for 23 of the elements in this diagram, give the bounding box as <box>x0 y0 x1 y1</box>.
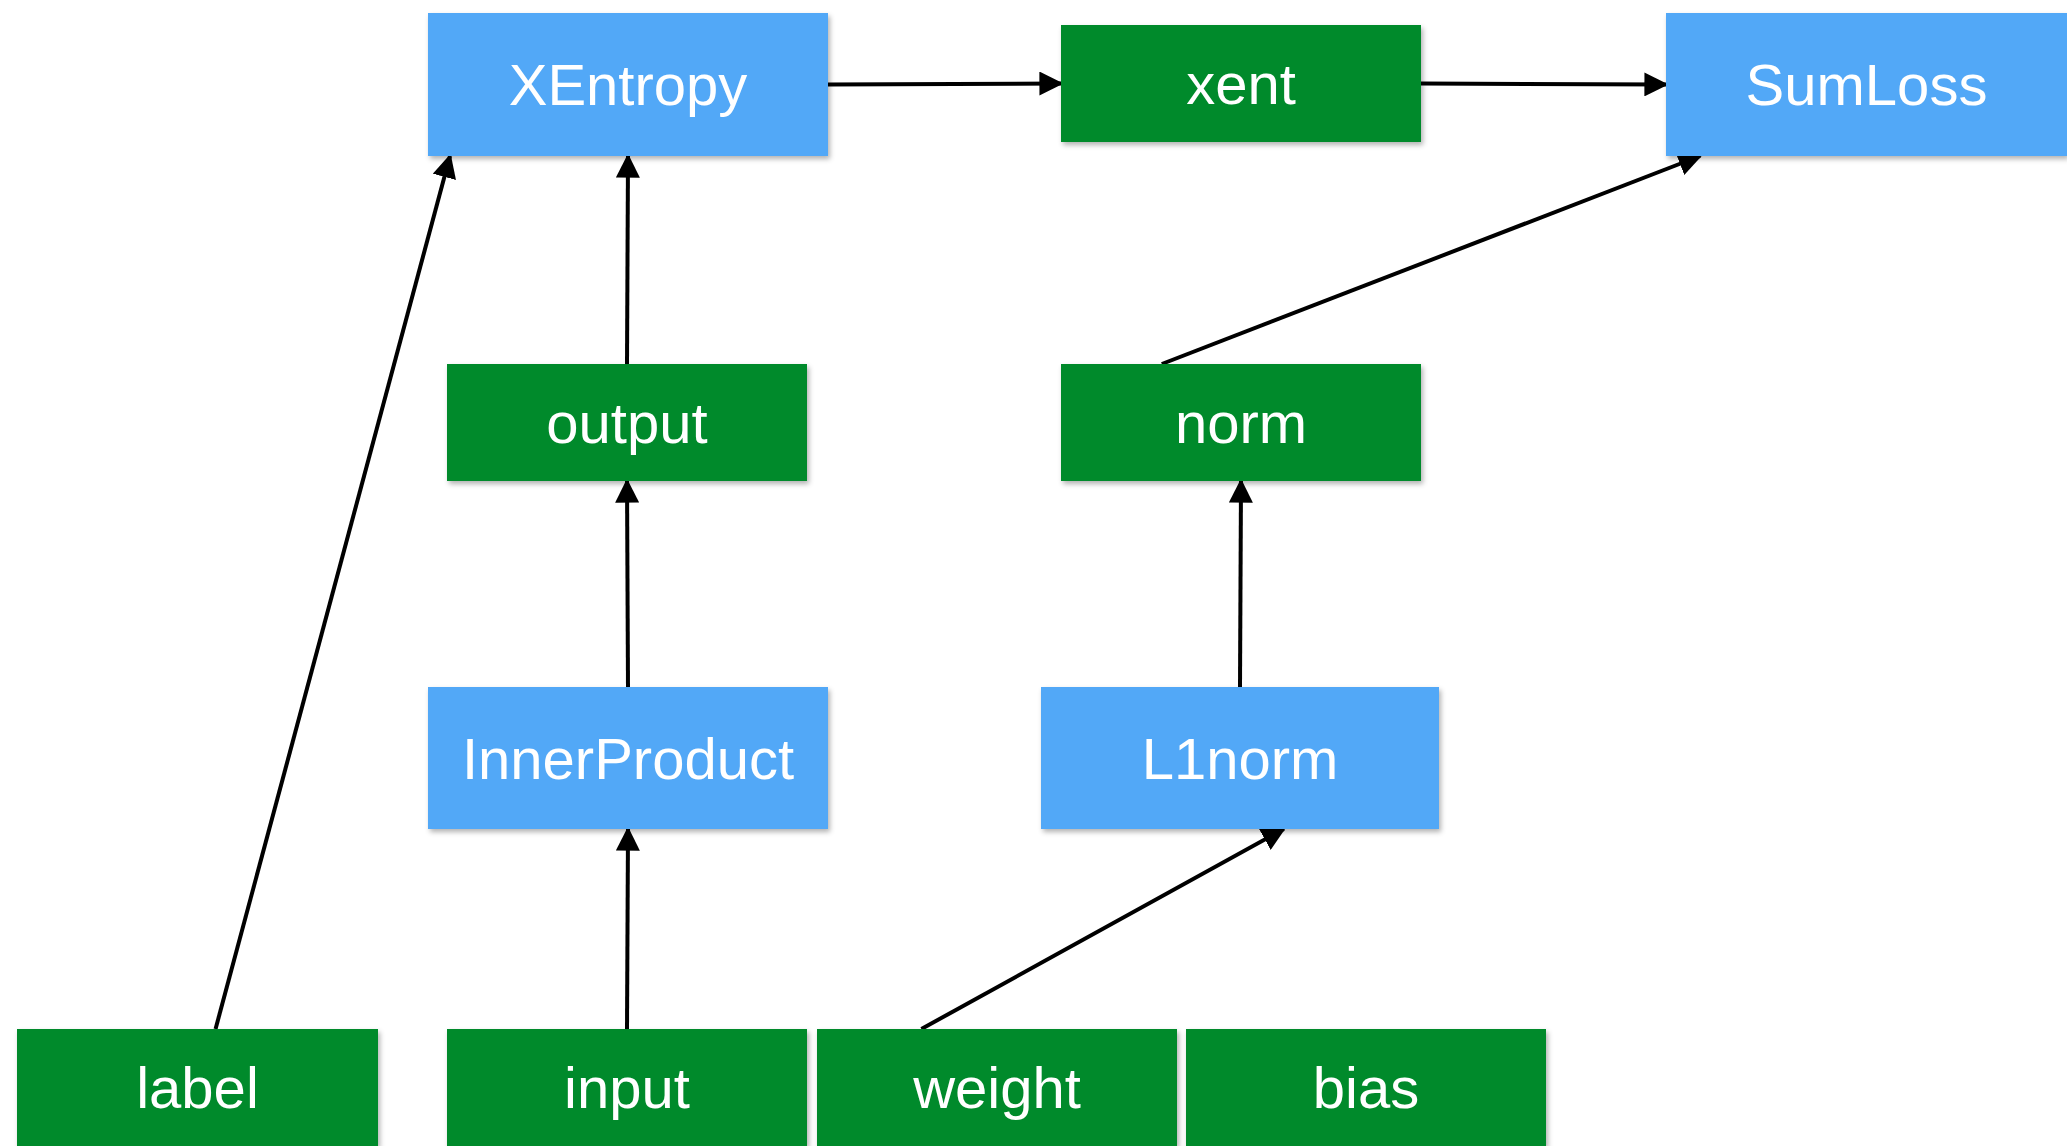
blob-box <box>1061 25 1421 142</box>
node-label: output <box>546 389 708 456</box>
blob-box <box>1061 364 1421 481</box>
node-label: norm <box>1174 389 1308 456</box>
node-label: SumLoss <box>1745 51 1988 118</box>
node-label: xent <box>1186 50 1296 117</box>
node-label: weight <box>913 1054 1081 1121</box>
arrow <box>920 827 1286 1031</box>
node-label: label <box>136 1054 259 1121</box>
node-label: InnerProduct <box>461 724 795 792</box>
node-label: bias <box>1312 1054 1420 1121</box>
blob-box <box>447 364 807 481</box>
blob-box <box>447 1029 807 1146</box>
layer-box <box>1666 13 2067 156</box>
blob-box <box>817 1029 1177 1146</box>
node-label: input <box>564 1054 690 1121</box>
blob-box <box>17 1029 378 1146</box>
node-label: L1norm <box>1141 724 1339 792</box>
blob-box <box>1186 1029 1546 1146</box>
layer-box <box>428 13 828 156</box>
node-label: XEntropy <box>508 51 748 118</box>
layer-box <box>1041 687 1439 829</box>
layer-box <box>428 687 828 829</box>
